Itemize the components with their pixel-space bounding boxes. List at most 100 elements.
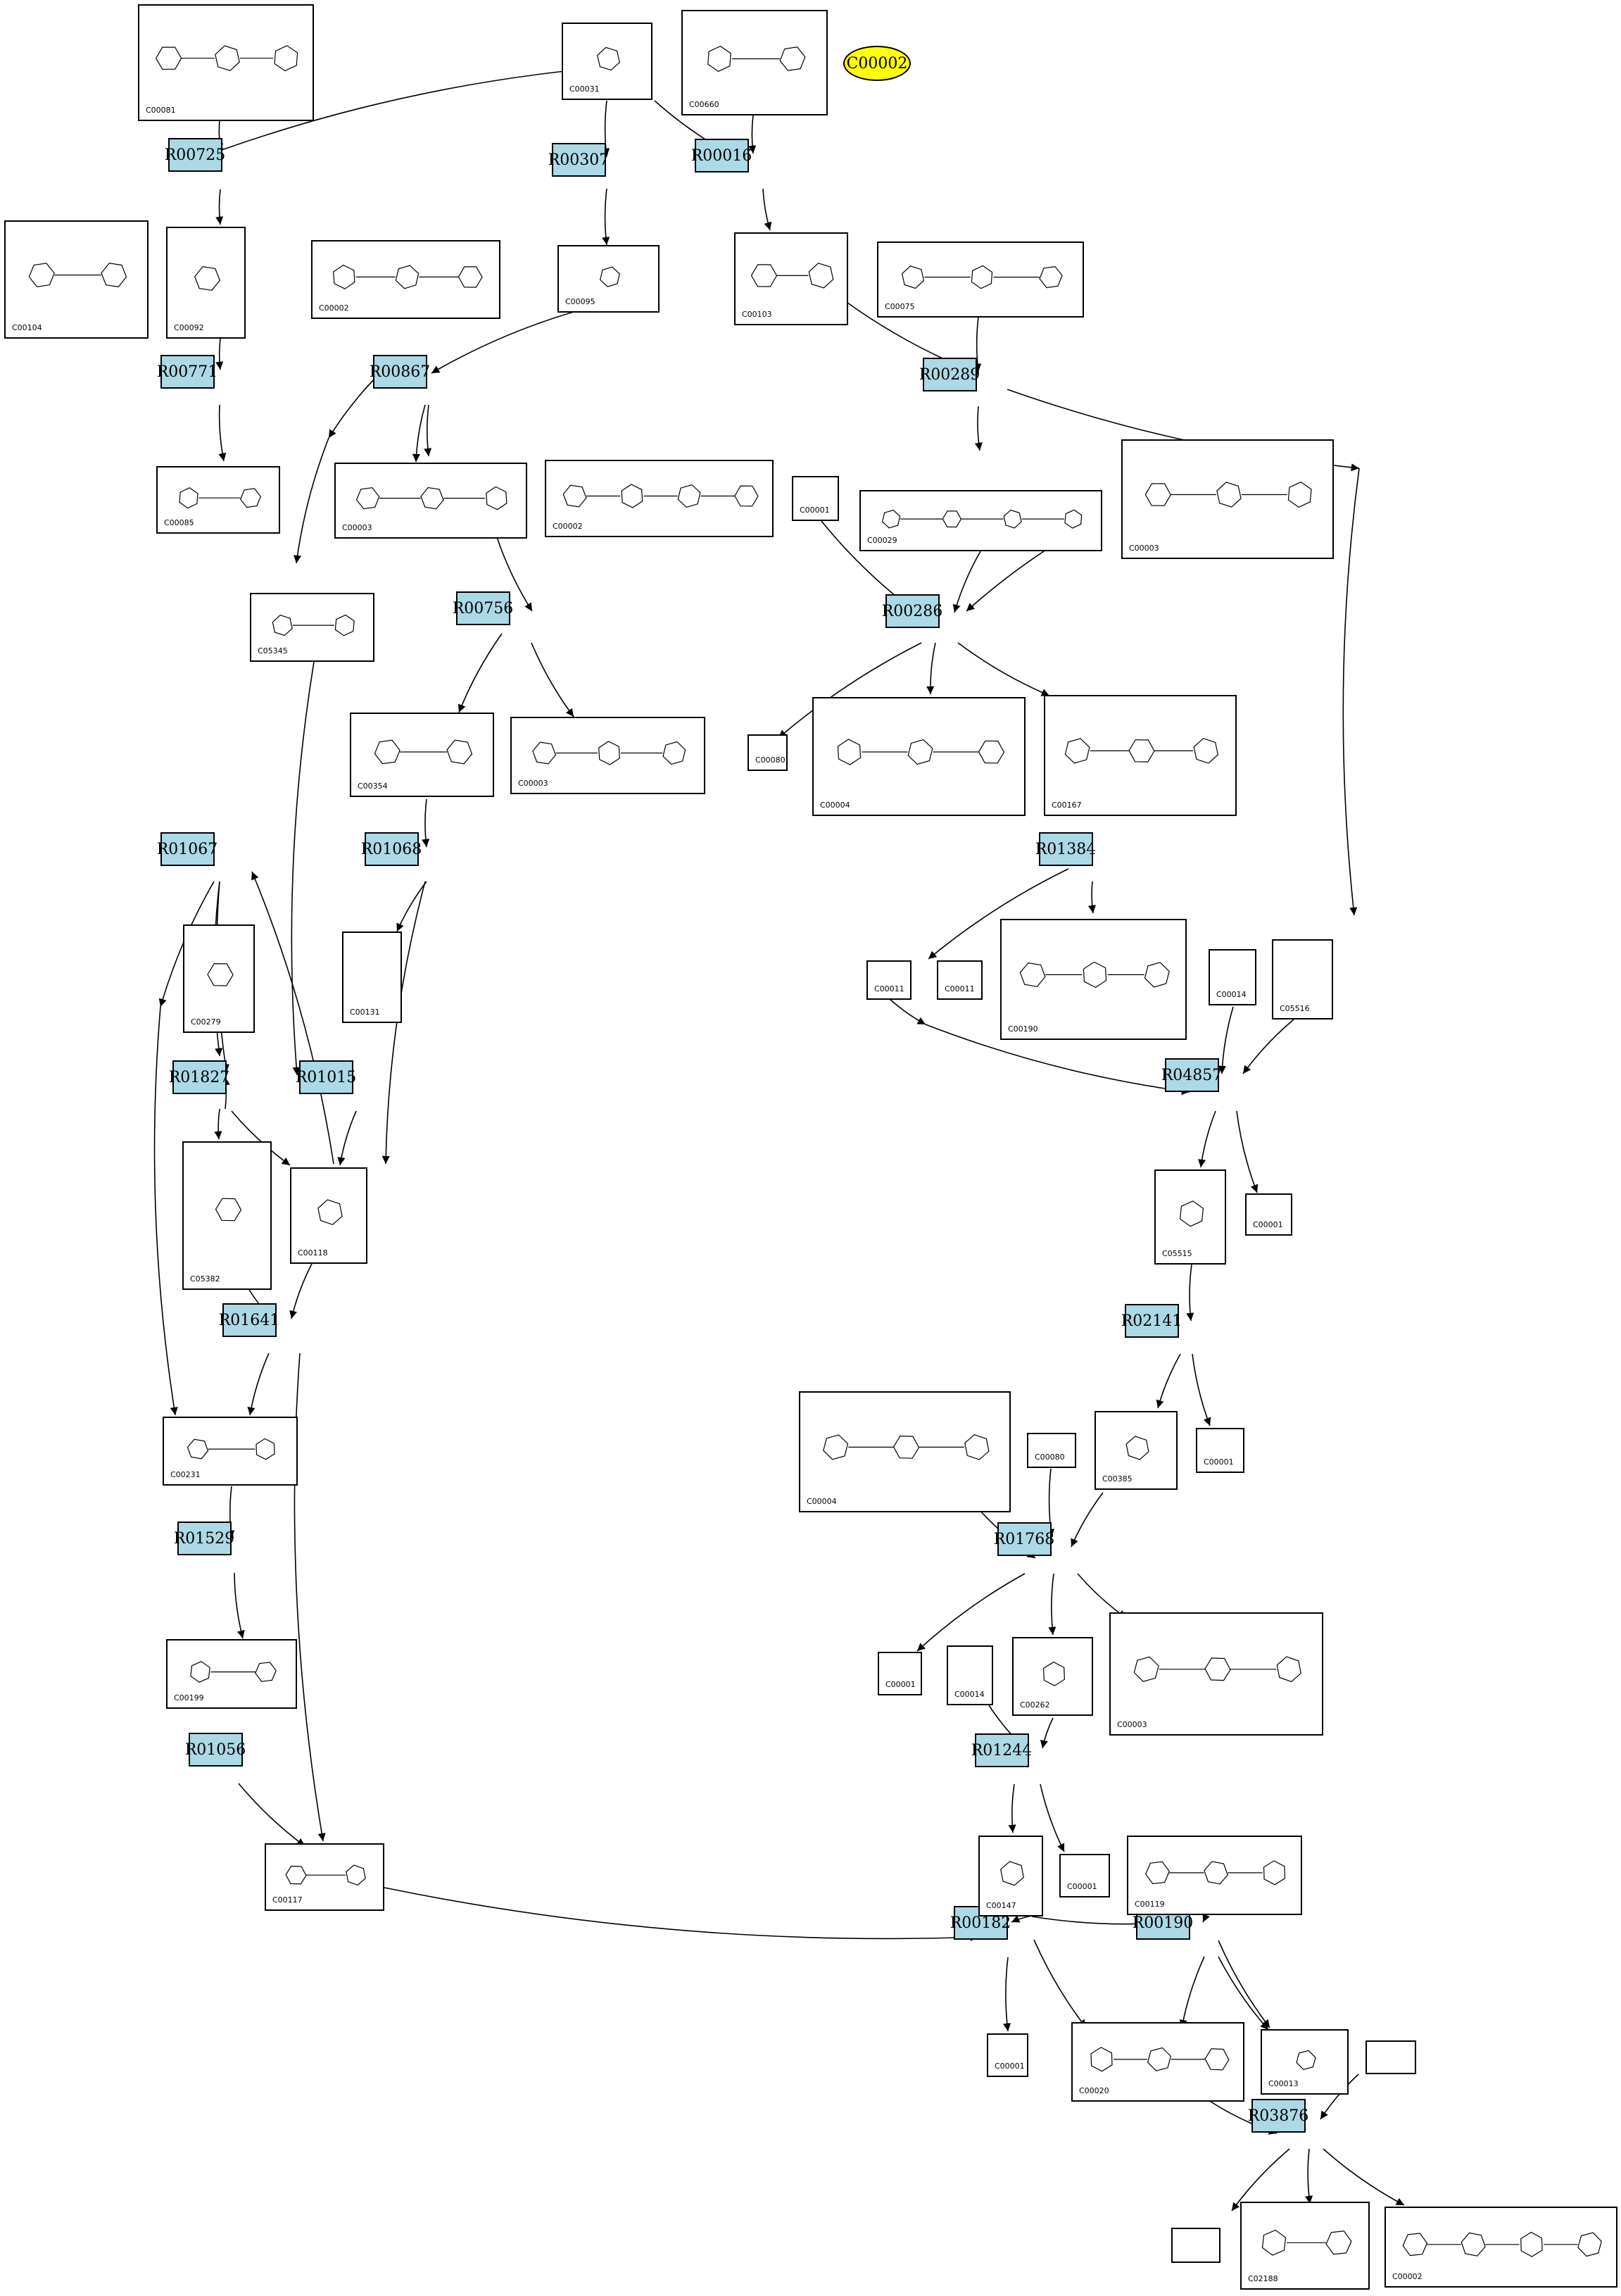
compound-id: C00002 <box>1392 2272 1423 2281</box>
compound-node[interactable] <box>1171 2228 1221 2263</box>
compound-node[interactable]: C00147 <box>978 1836 1043 1917</box>
compound-node[interactable]: C00103 <box>734 232 848 325</box>
edge-arrow <box>337 1110 357 1166</box>
compound-node[interactable]: C00095 <box>557 245 660 313</box>
compound-node[interactable]: C00080 <box>1027 1433 1076 1468</box>
compound-id: C00095 <box>565 297 595 306</box>
compound-node[interactable]: C00117 <box>265 1843 384 1911</box>
reaction-node[interactable]: R00016 <box>691 139 752 172</box>
compound-node[interactable]: C00081 <box>138 4 314 121</box>
compound-node[interactable]: C00075 <box>877 241 1084 318</box>
reaction-node[interactable]: R00289 <box>919 358 980 391</box>
compound-node[interactable]: C00001 <box>987 2033 1028 2077</box>
reaction-node[interactable]: R00725 <box>165 138 225 172</box>
compound-node[interactable]: C00011 <box>937 960 983 1000</box>
compound-node[interactable]: C05516 <box>1272 939 1333 1020</box>
reaction-node[interactable]: R01827 <box>169 1060 229 1094</box>
edge-arrow <box>888 998 926 1025</box>
compound-node[interactable]: C00190 <box>1000 919 1187 1040</box>
highlight-compound[interactable]: C00002 <box>843 46 911 81</box>
compound-node[interactable]: C00660 <box>681 10 828 115</box>
compound-node[interactable]: C00279 <box>183 924 255 1033</box>
compound-node[interactable]: C00031 <box>562 23 652 100</box>
reaction-node[interactable]: R00867 <box>370 355 430 389</box>
compound-node[interactable]: C00020 <box>1071 2022 1244 2102</box>
compound-node[interactable]: C00029 <box>859 490 1102 551</box>
edge-arrow <box>1008 1783 1016 1833</box>
reaction-node[interactable]: R01384 <box>1035 832 1096 866</box>
reaction-node[interactable]: R00286 <box>882 594 942 628</box>
reaction-node[interactable]: R03876 <box>1248 2099 1308 2133</box>
compound-node[interactable]: C00231 <box>163 1417 298 1486</box>
reaction-node[interactable]: R00756 <box>453 591 513 625</box>
compound-id: C00002 <box>553 522 583 531</box>
compound-node[interactable]: C00014 <box>947 1645 993 1705</box>
compound-id: C00001 <box>885 1680 916 1689</box>
edge-arrow <box>291 661 315 1076</box>
compound-node[interactable]: C05515 <box>1154 1169 1226 1265</box>
edge-arrow <box>925 1024 1190 1096</box>
compound-node[interactable]: C00119 <box>1127 1836 1302 1915</box>
reaction-node[interactable]: R01067 <box>157 832 217 866</box>
compound-id: C05345 <box>258 646 288 655</box>
compound-node[interactable]: C00085 <box>156 466 280 534</box>
compound-node[interactable]: C00385 <box>1095 1411 1178 1490</box>
compound-node[interactable]: C00014 <box>1209 949 1256 1005</box>
structure-drawing <box>1090 2047 1230 2072</box>
reaction-node[interactable]: R02141 <box>1121 1304 1182 1338</box>
compound-id: C00013 <box>1268 2079 1299 2088</box>
reaction-node[interactable]: R01068 <box>361 832 422 866</box>
compound-node[interactable]: C00131 <box>342 931 402 1023</box>
compound-node[interactable]: C00004 <box>799 1391 1011 1512</box>
compound-node[interactable]: C02188 <box>1240 2202 1370 2290</box>
compound-node[interactable]: C00001 <box>878 1652 922 1695</box>
compound-node[interactable]: C00354 <box>350 713 494 797</box>
compound-node[interactable]: C00002 <box>545 460 774 537</box>
structure-drawing <box>1064 738 1219 764</box>
compound-node[interactable]: C00002 <box>311 240 500 319</box>
compound-node[interactable]: C00262 <box>1012 1637 1093 1716</box>
compound-node[interactable]: C05345 <box>250 593 374 662</box>
compound-id: C00014 <box>1216 990 1247 999</box>
reaction-node[interactable]: R01529 <box>174 1522 234 1555</box>
compound-node[interactable]: C00001 <box>1245 1193 1292 1236</box>
reaction-node[interactable]: R01768 <box>994 1522 1054 1556</box>
compound-id: C00190 <box>1008 1024 1038 1034</box>
compound-node[interactable]: C00167 <box>1044 695 1237 816</box>
reaction-node[interactable]: R01641 <box>219 1303 279 1337</box>
edge-arrow <box>412 404 426 463</box>
reaction-node[interactable]: R01015 <box>296 1060 356 1094</box>
compound-node[interactable]: C00004 <box>812 697 1026 816</box>
compound-node[interactable]: C00003 <box>1109 1612 1323 1736</box>
compound-node[interactable]: C00003 <box>510 717 705 794</box>
compound-node[interactable]: C05382 <box>182 1141 272 1290</box>
compound-node[interactable]: C00011 <box>866 960 912 1000</box>
compound-node[interactable]: C00001 <box>1196 1428 1244 1473</box>
edge-arrow <box>1218 1956 1269 2031</box>
reaction-node[interactable]: R01056 <box>185 1733 246 1767</box>
edge-arrow <box>1071 1492 1104 1548</box>
compound-node[interactable]: C00003 <box>1121 439 1334 559</box>
compound-node[interactable]: C00001 <box>1059 1854 1110 1897</box>
compound-id: C00011 <box>945 984 975 993</box>
reaction-node[interactable]: R00307 <box>548 143 609 177</box>
compound-node[interactable]: C00003 <box>334 463 527 539</box>
reaction-node[interactable]: R00771 <box>157 355 217 389</box>
compound-node[interactable]: C00199 <box>166 1639 297 1709</box>
reaction-node[interactable]: R01244 <box>971 1733 1032 1767</box>
compound-node[interactable]: C00118 <box>290 1167 367 1264</box>
structure-drawing <box>1179 1200 1204 1227</box>
compound-id: C00001 <box>995 2062 1025 2071</box>
edge-arrow <box>396 881 427 932</box>
compound-id: C05516 <box>1280 1004 1310 1013</box>
compound-node[interactable]: C00092 <box>166 227 246 339</box>
compound-node[interactable]: C00013 <box>1261 2029 1349 2095</box>
reaction-node[interactable]: R00182 <box>950 1906 1011 1940</box>
compound-node[interactable]: C00080 <box>748 734 788 771</box>
edge-arrow <box>431 311 574 374</box>
compound-node[interactable]: C00104 <box>4 220 149 339</box>
compound-node[interactable]: C00002 <box>1385 2207 1617 2288</box>
compound-node[interactable]: C00001 <box>792 476 839 521</box>
compound-node[interactable] <box>1365 2040 1416 2074</box>
reaction-node[interactable]: R04857 <box>1161 1058 1222 1092</box>
